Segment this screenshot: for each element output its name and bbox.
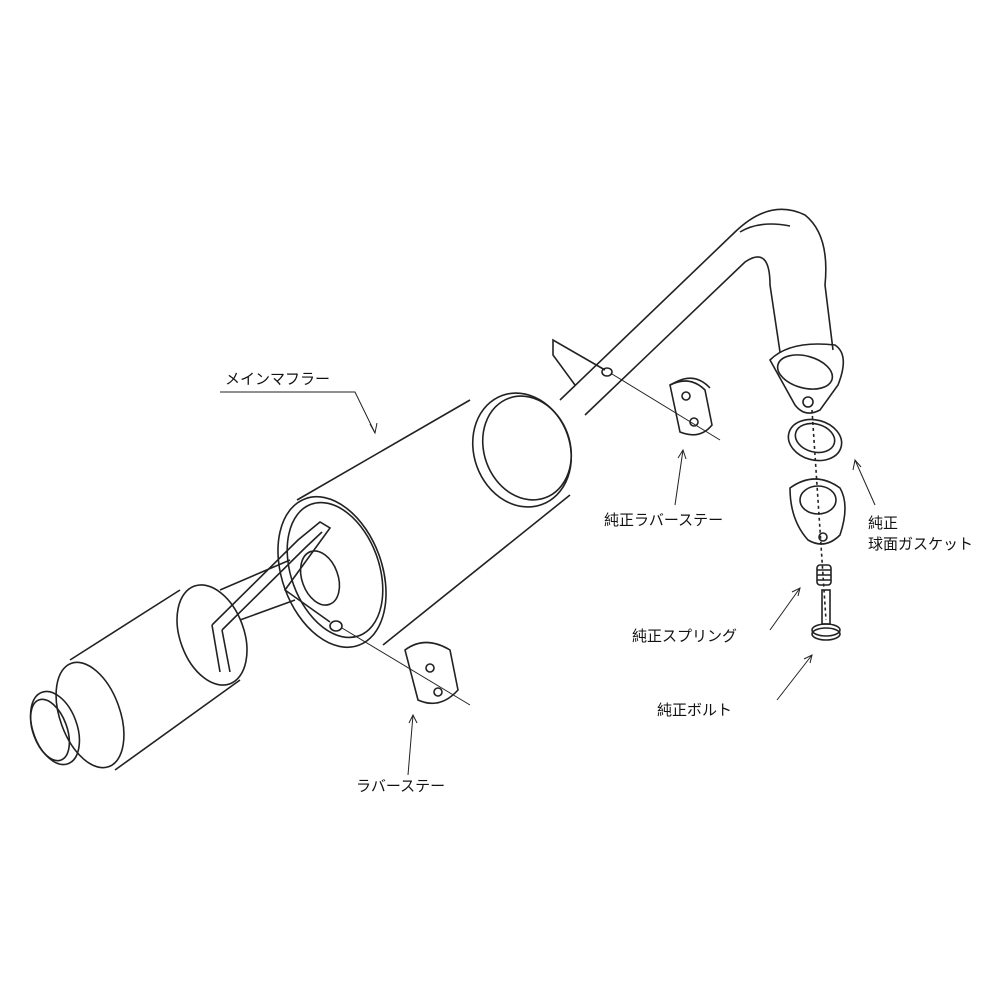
pipe-flange [769,343,845,414]
spring [816,564,832,586]
assembly-axis [811,409,827,621]
label-oem-spring: 純正スプリング [632,627,738,645]
tail-muffler [29,559,296,771]
front-pipe [559,208,834,416]
main-muffler-body [277,392,573,649]
label-oem-gasket-line2: 球面ガスケット [868,535,974,553]
rubber-stay-part [404,641,459,705]
label-oem-bolt: 純正ボルト [657,701,733,719]
label-rubber-stay: ラバーステー [356,777,446,795]
tail-hanger [211,521,471,706]
gasket [787,418,843,462]
label-oem-rubber-stay: 純正ラバーステー [604,511,724,529]
bolt [811,589,841,641]
leader-lines [220,391,876,776]
label-main-muffler: メインマフラー [225,370,331,388]
label-oem-gasket-line1: 純正 [868,514,899,532]
oem-rubber-stay-part [669,377,713,436]
pipe-hanger [552,338,721,441]
lower-flange [789,478,846,545]
